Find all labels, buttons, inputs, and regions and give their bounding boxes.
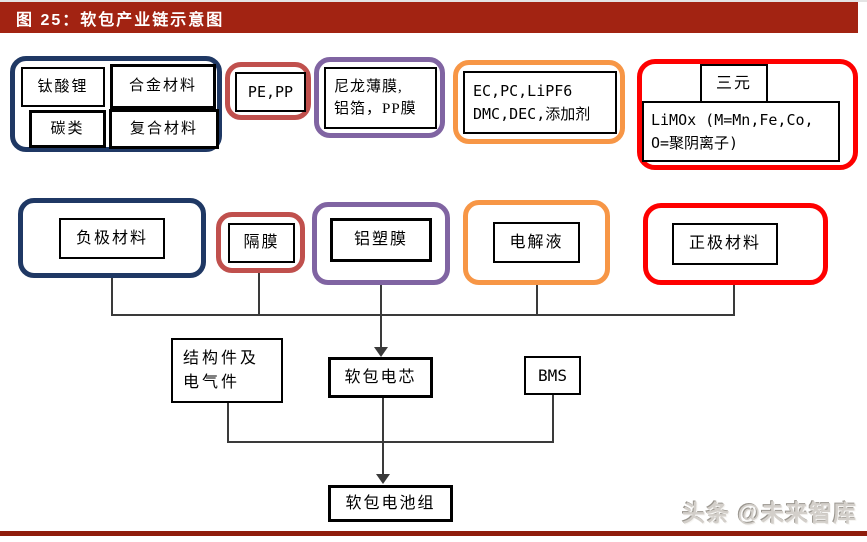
connector-bms-drop <box>552 395 554 443</box>
box-separator: 隔膜 <box>228 223 295 263</box>
box-structural-parts-line2: 电气件 <box>183 373 241 391</box>
group-electrolyte: 电解液 <box>463 200 610 285</box>
group-cathode-inputs: 三元 LiMOx (M=Mn,Fe,Co, O=聚阴离子) <box>637 59 858 170</box>
box-electrolyte-label: 电解液 <box>509 233 564 251</box>
box-pouch-cell-label: 软包电芯 <box>344 368 417 386</box>
box-pe-pp: PE,PP <box>235 72 306 112</box>
box-composite-materials: 复合材料 <box>109 109 219 149</box>
box-nylon-film-line2: 铝箔，PP膜 <box>334 101 417 117</box>
group-pouch-film: 铝塑膜 <box>312 202 450 285</box>
box-bms-label: BMS <box>538 365 567 385</box>
watermark: 头条 @未来智库 <box>682 500 857 526</box>
connector-electrolyte-drop <box>536 285 538 315</box>
box-electrolyte: 电解液 <box>493 222 580 263</box>
connector-anode-drop <box>111 278 113 315</box>
group-cathode: 正极材料 <box>643 203 828 285</box>
box-ternary: 三元 <box>700 64 768 103</box>
box-cathode-material-label: 正极材料 <box>688 235 761 252</box>
group-separator-inputs: PE,PP <box>225 62 311 120</box>
box-alloy-materials-label: 合金材料 <box>128 78 197 95</box>
box-anode-material-label: 负极材料 <box>75 229 148 247</box>
box-lithium-titanate-label: 钛酸锂 <box>37 78 89 95</box>
box-pouch-pack: 软包电池组 <box>328 485 453 522</box>
group-anode: 负极材料 <box>18 198 206 278</box>
arrow-to-pack <box>376 474 390 484</box>
box-nylon-film-line1: 尼龙薄膜, <box>334 78 403 95</box>
box-anode-material: 负极材料 <box>59 218 165 259</box>
box-aluminum-plastic-film-label: 铝塑膜 <box>353 231 408 248</box>
connector-cell-drop <box>382 398 384 475</box>
figure-title: 图 25：软包产业链示意图 <box>16 11 225 29</box>
group-pouch-film-inputs: 尼龙薄膜, 铝箔，PP膜 <box>314 57 445 138</box>
box-limox-line2: O=聚阴离子) <box>651 133 739 152</box>
top-divider <box>0 0 867 2</box>
bottom-divider <box>0 531 867 536</box>
box-aluminum-plastic-film: 铝塑膜 <box>330 218 432 262</box>
box-electrolyte-chemicals: EC,PC,LiPF6 DMC,DEC,添加剂 <box>463 71 617 134</box>
box-separator-label: 隔膜 <box>243 234 280 251</box>
figure-title-bar: 图 25：软包产业链示意图 <box>0 2 858 33</box>
group-separator: 隔膜 <box>216 212 305 273</box>
box-electrolyte-chemicals-line2: DMC,DEC,添加剂 <box>473 104 591 123</box>
box-limox-line1: LiMOx (M=Mn,Fe,Co, <box>651 111 814 129</box>
box-pouch-pack-label: 软包电池组 <box>345 494 436 512</box>
box-nylon-film: 尼龙薄膜, 铝箔，PP膜 <box>324 67 437 129</box>
group-anode-inputs: 钛酸锂 合金材料 碳类 复合材料 <box>10 56 222 152</box>
connector-separator-drop <box>258 273 260 315</box>
connector-bus-materials <box>111 314 735 316</box>
connector-structure-drop <box>227 403 229 443</box>
box-structural-parts-line1: 结构件及 <box>183 349 260 367</box>
box-lithium-titanate: 钛酸锂 <box>21 67 105 107</box>
box-structural-parts: 结构件及 电气件 <box>171 338 283 403</box>
group-electrolyte-inputs: EC,PC,LiPF6 DMC,DEC,添加剂 <box>453 60 625 144</box>
box-ternary-label: 三元 <box>715 74 752 92</box>
box-electrolyte-chemicals-line1: EC,PC,LiPF6 <box>473 82 573 100</box>
box-cathode-material: 正极材料 <box>672 223 778 265</box>
connector-bus-assembly <box>227 441 554 443</box>
connector-cathode-drop <box>733 285 735 316</box>
connector-pouch-film-drop <box>380 285 382 348</box>
box-composite-materials-label: 复合材料 <box>129 120 198 137</box>
box-pouch-cell: 软包电芯 <box>328 357 433 398</box>
box-bms: BMS <box>524 356 581 395</box>
box-carbon-materials: 碳类 <box>29 110 106 148</box>
arrow-to-cell <box>374 347 388 357</box>
box-alloy-materials: 合金材料 <box>110 64 216 109</box>
box-limox: LiMOx (M=Mn,Fe,Co, O=聚阴离子) <box>642 101 840 162</box>
box-carbon-materials-label: 碳类 <box>50 120 85 137</box>
box-pe-pp-label: PE,PP <box>247 82 294 101</box>
